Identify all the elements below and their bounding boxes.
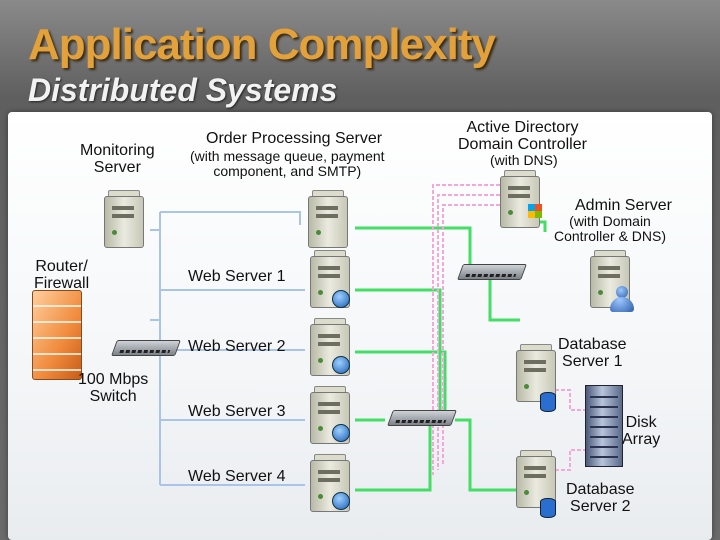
web-server-4-label: Web Server 4 [188,468,286,485]
order-processing-server-label: Order Processing Server [206,130,383,147]
link-db1-to-disk [555,389,585,411]
web-globe-icon [332,290,350,308]
firewall-icon [32,290,82,380]
active-directory-server-icon [500,170,540,228]
link-web2-green [355,350,447,410]
link-monitoring-to-switch [150,229,161,321]
link-ad-to-web [432,184,500,475]
database-cylinder-icon [540,392,556,412]
disk-array-icon [585,385,623,467]
order-processing-server-icon [308,190,348,248]
database-cylinder-icon [540,498,556,518]
link-db2-to-disk [555,449,585,471]
pink-links [432,184,585,475]
web-server-2-icon [310,318,350,376]
link-web4-green [355,420,432,492]
link-web1-green [355,288,442,415]
windows-logo-icon [528,204,542,218]
web-globe-icon [332,424,350,442]
link-switch2-to-db1 [488,268,520,322]
upper-switch-icon [457,264,527,280]
blue-links [150,211,305,486]
green-links [355,220,547,492]
link-order-to-switch3 [355,226,472,268]
lower-switch-icon [387,410,457,426]
slide-title: Application Complexity [28,20,496,69]
link-switch3-to-db2 [455,418,520,492]
main-switch-icon [111,340,181,356]
active-directory-sublabel: (with DNS) [490,152,558,168]
web-globe-icon [332,356,350,374]
web-globe-icon [332,492,350,510]
diagram-panel [8,112,712,540]
monitoring-server-icon [104,190,144,248]
web-server-2-label: Web Server 2 [188,338,286,355]
slide-subtitle: Distributed Systems [28,72,338,108]
router-firewall-label: Router/Firewall [34,258,90,292]
link-ad-pink-3 [442,204,500,465]
link-order-to-switch [160,211,301,225]
web-server-1-label: Web Server 1 [188,268,286,285]
admin-user-icon [610,286,634,312]
link-ad-pink-2 [437,194,500,470]
web-server-3-label: Web Server 3 [188,403,286,420]
admin-server-label: Admin Server [575,197,672,214]
